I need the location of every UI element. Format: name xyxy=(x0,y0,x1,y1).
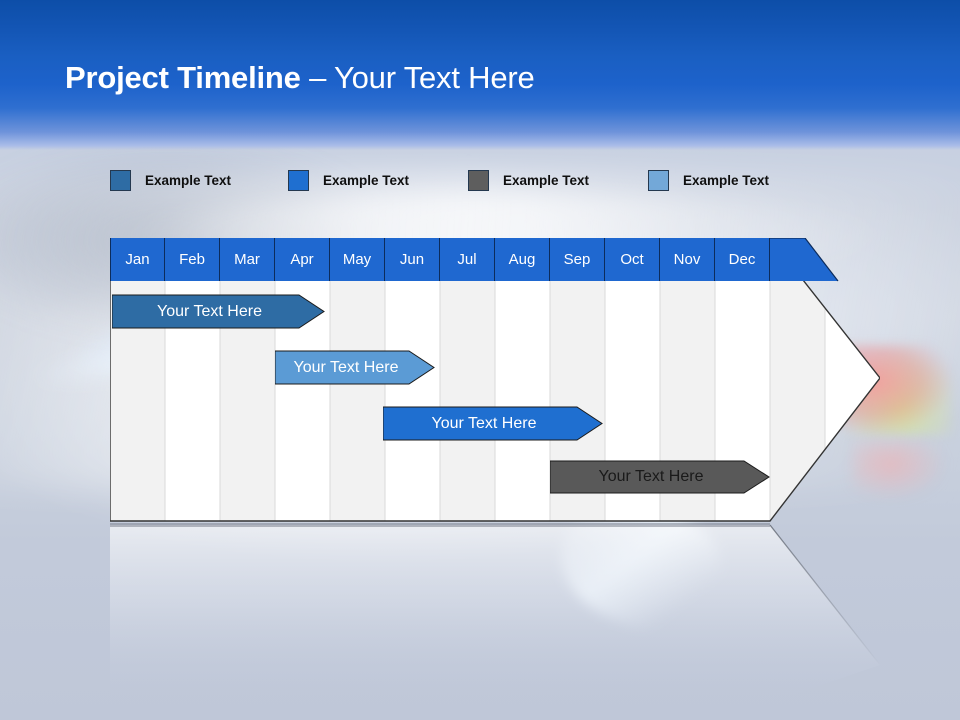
legend-label-3: Example Text xyxy=(503,173,590,188)
month-cell-jul[interactable]: Jul xyxy=(440,238,495,281)
legend-label-4: Example Text xyxy=(683,173,770,188)
task-bar-4[interactable]: Your Text Here xyxy=(550,460,770,494)
header-band xyxy=(0,0,960,150)
month-cell-sep[interactable]: Sep xyxy=(550,238,605,281)
task-bar-label-2: Your Text Here xyxy=(293,358,399,376)
page-title-strong: Project Timeline xyxy=(65,60,301,95)
task-bar-label-3: Your Text Here xyxy=(431,414,537,432)
task-bar-shape-3 xyxy=(383,406,603,441)
month-cell-apr[interactable]: Apr xyxy=(275,238,330,281)
month-cell-oct[interactable]: Oct xyxy=(605,238,660,281)
grid-column xyxy=(495,281,550,521)
chart-reflection xyxy=(110,523,881,703)
page-title: Project Timeline – Your Text Here xyxy=(65,60,535,96)
month-cell-nov[interactable]: Nov xyxy=(660,238,715,281)
legend-swatch-4 xyxy=(648,170,669,191)
task-bar-3[interactable]: Your Text Here xyxy=(383,406,603,441)
grid-column xyxy=(440,281,495,521)
arrow-outline xyxy=(110,238,880,522)
background-taillight-glow-secondary xyxy=(852,440,947,500)
legend-swatch-3 xyxy=(468,170,489,191)
legend-label-1: Example Text xyxy=(145,173,232,188)
task-bar-shape-4 xyxy=(550,460,770,494)
month-cell-mar[interactable]: Mar xyxy=(220,238,275,281)
month-cell-aug[interactable]: Aug xyxy=(495,238,550,281)
grid-column xyxy=(825,281,880,521)
month-cell-jun[interactable]: Jun xyxy=(385,238,440,281)
page-title-light: – Your Text Here xyxy=(300,60,535,95)
task-bar-1[interactable]: Your Text Here xyxy=(112,294,325,329)
legend-swatch-1 xyxy=(110,170,131,191)
task-bar-2[interactable]: Your Text Here xyxy=(275,350,435,385)
task-bar-label-4: Your Text Here xyxy=(598,468,704,485)
month-header-tip xyxy=(770,238,838,281)
legend-item-2[interactable]: Example Text xyxy=(288,170,409,191)
month-header-tip-outline xyxy=(770,238,839,282)
legend-label-2: Example Text xyxy=(323,173,410,188)
legend-item-4[interactable]: Example Text xyxy=(648,170,769,191)
month-cell-may[interactable]: May xyxy=(330,238,385,281)
legend-swatch-2 xyxy=(288,170,309,191)
legend-item-1[interactable]: Example Text xyxy=(110,170,231,191)
task-bar-shape-1 xyxy=(112,294,325,329)
month-cell-dec[interactable]: Dec xyxy=(715,238,770,281)
month-cell-feb[interactable]: Feb xyxy=(165,238,220,281)
task-bar-label-1: Your Text Here xyxy=(157,302,262,320)
month-cell-jan[interactable]: Jan xyxy=(110,238,165,281)
grid-column xyxy=(330,281,385,521)
legend-item-3[interactable]: Example Text xyxy=(468,170,589,191)
task-bar-shape-2 xyxy=(275,350,435,385)
grid-column xyxy=(385,281,440,521)
